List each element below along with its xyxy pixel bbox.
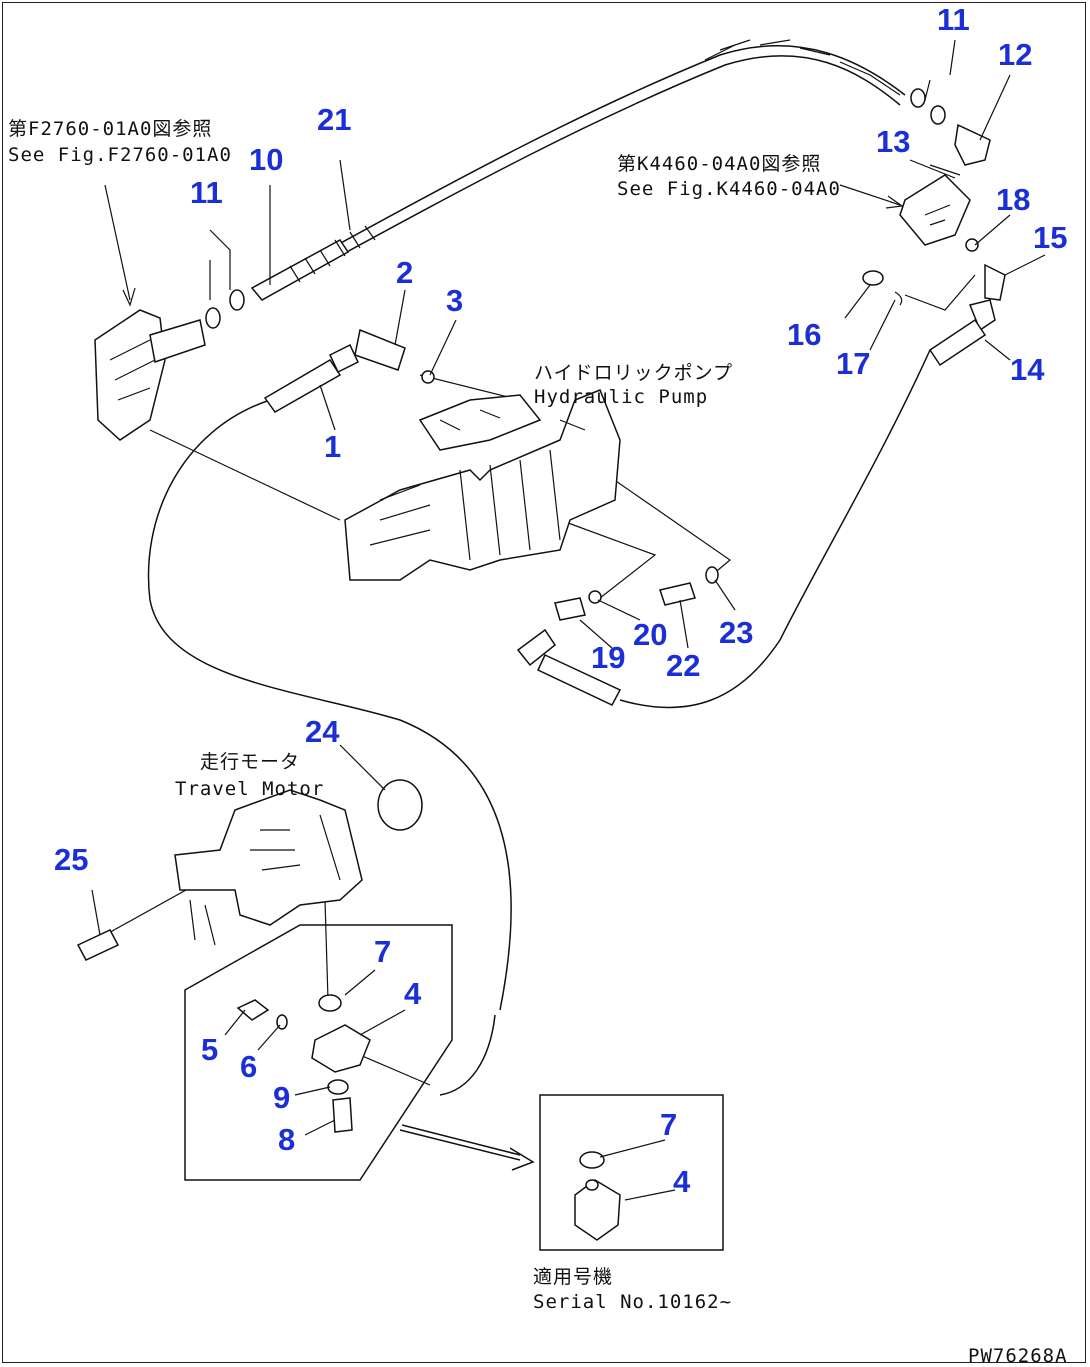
note-serial-en: Serial No.10162~	[533, 1291, 732, 1313]
hose-14	[928, 318, 987, 367]
callout-8: 8	[278, 1122, 295, 1157]
callout-13: 13	[876, 124, 910, 159]
callout-numbers: 1 2 3 4 4 5 6 7 7 8 9 10 11 11 12 13 14 …	[54, 2, 1067, 1199]
fittings-16-17	[862, 270, 903, 306]
callout-18: 18	[996, 182, 1030, 217]
fittings-10-11	[205, 225, 376, 329]
note-ref-k4460-en: See Fig.K4460-04A0	[617, 178, 841, 200]
left-pump-housing	[94, 309, 206, 441]
fitting-1-2-3	[263, 328, 435, 413]
callout-22: 22	[666, 648, 700, 683]
callout-4: 4	[404, 976, 422, 1011]
hydraulic-pump	[344, 389, 621, 581]
callout-2: 2	[396, 255, 413, 290]
callout-15: 15	[1033, 220, 1067, 255]
detail-box-main	[184, 924, 453, 1181]
hose-21-coil	[704, 39, 901, 96]
callout-9: 9	[273, 1080, 290, 1115]
callout-6: 6	[240, 1049, 257, 1084]
leader-lines	[91, 39, 1046, 1201]
note-serial-jp: 適用号機	[533, 1266, 613, 1288]
reference-arrows	[104, 184, 904, 307]
fittings-11-12-13	[899, 88, 991, 246]
callout-11: 11	[190, 175, 223, 210]
note-motor-jp: 走行モータ	[200, 751, 300, 773]
callout-19: 19	[591, 640, 625, 675]
drawing-code: PW76268A	[968, 1345, 1068, 1367]
callout-7-inset: 7	[660, 1107, 677, 1142]
travel-motor	[174, 779, 423, 946]
hose-lines	[104, 45, 976, 1096]
callout-14: 14	[1010, 352, 1045, 387]
note-motor-en: Travel Motor	[175, 778, 324, 800]
callout-7: 7	[374, 934, 391, 969]
note-ref-k4460-jp: 第K4460-04A0図参照	[617, 153, 821, 175]
note-ref-f2760-jp: 第F2760-01A0図参照	[8, 118, 212, 140]
note-pump-jp: ハイドロリックポンプ	[534, 362, 733, 384]
detail-box-inset	[539, 1094, 724, 1251]
callout-17: 17	[836, 346, 870, 381]
callout-16: 16	[787, 317, 821, 352]
callout-3: 3	[446, 283, 463, 318]
callout-24: 24	[305, 714, 340, 749]
notes: 第F2760-01A0図参照 See Fig.F2760-01A0 第K4460…	[8, 118, 1068, 1367]
fittings-19-22-23	[516, 566, 719, 706]
callout-12: 12	[998, 37, 1032, 72]
note-pump-en: Hydraulic Pump	[534, 386, 708, 408]
callout-5: 5	[201, 1032, 218, 1067]
callout-4-inset: 4	[673, 1164, 691, 1199]
callout-23: 23	[719, 615, 753, 650]
callout-1: 1	[324, 429, 341, 464]
callout-10: 10	[249, 142, 283, 177]
callout-25: 25	[54, 842, 88, 877]
fittings-15-18	[965, 238, 1006, 332]
note-ref-f2760-en: See Fig.F2760-01A0	[8, 144, 232, 166]
callout-11-top: 11	[937, 2, 970, 37]
bolt-25	[76, 929, 120, 961]
callout-20: 20	[633, 617, 667, 652]
callout-21: 21	[317, 102, 351, 137]
arrow-to-inset	[399, 1124, 535, 1171]
valve-block-4	[236, 994, 371, 1133]
